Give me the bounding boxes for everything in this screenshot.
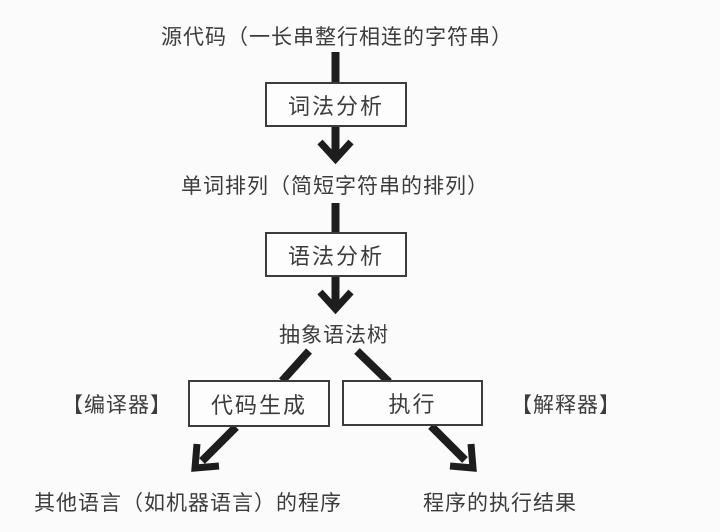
node-code-generation-label: 代码生成 bbox=[210, 393, 307, 419]
arrow-execute-to-result-head bbox=[449, 443, 477, 472]
interpreter-side-label: 【解释器】 bbox=[511, 393, 621, 417]
node-execution-box: 执行 bbox=[342, 380, 483, 426]
node-execution-result: 程序的执行结果 bbox=[423, 491, 577, 515]
node-syntax-analysis-box: 语法分析 bbox=[265, 232, 407, 277]
node-token-sequence: 单词排列（简短字符串的排列） bbox=[181, 174, 489, 198]
connector-ast-to-execute bbox=[354, 348, 392, 385]
node-other-language-program: 其他语言（如机器语言）的程序 bbox=[34, 491, 342, 515]
node-execution-label: 执行 bbox=[388, 393, 437, 418]
compiler-side-label: 【编译器】 bbox=[62, 393, 172, 417]
arrow-codegen-to-program-shaft bbox=[199, 424, 239, 464]
node-abstract-syntax-tree: 抽象语法树 bbox=[279, 323, 389, 347]
node-code-generation-box: 代码生成 bbox=[188, 380, 330, 427]
connector-ast-to-codegen bbox=[279, 348, 312, 384]
arrow-execute-to-result-shaft bbox=[428, 423, 468, 463]
arrow-codegen-to-program-head bbox=[191, 443, 220, 472]
node-lexical-analysis-box: 词法分析 bbox=[265, 82, 407, 127]
node-lexical-analysis-label: 词法分析 bbox=[287, 94, 384, 120]
arrow-lexical-to-tokens-head bbox=[317, 139, 354, 165]
node-source-code: 源代码（一长串整行相连的字符串） bbox=[161, 25, 513, 49]
arrow-syntax-to-ast-head bbox=[317, 289, 354, 315]
node-syntax-analysis-label: 语法分析 bbox=[287, 244, 384, 270]
